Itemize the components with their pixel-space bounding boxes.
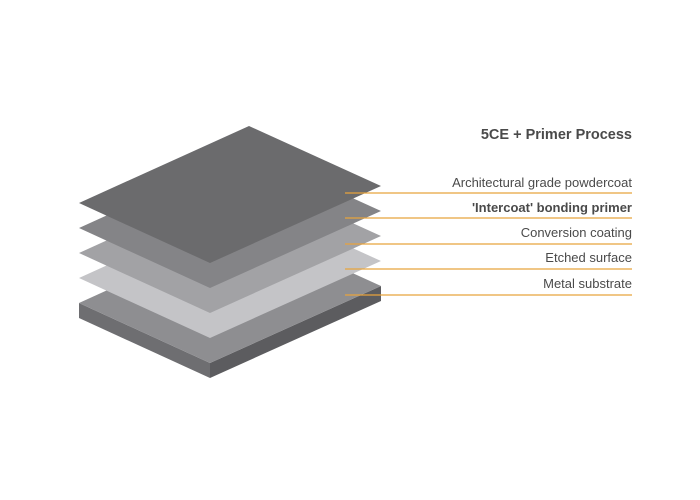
diagram-title: 5CE + Primer Process [480, 127, 632, 143]
layer-powdercoat [79, 126, 381, 263]
metal-substrate-side-right [210, 286, 381, 378]
label-powdercoat: Architectural grade powdercoat [452, 175, 632, 190]
label-etched-surface: Etched surface [545, 250, 632, 265]
leader-lines [345, 192, 632, 296]
label-intercoat-primer: 'Intercoat' bonding primer [471, 200, 632, 215]
label-conversion-coating: Conversion coating [520, 225, 632, 240]
label-metal-substrate: Metal substrate [543, 276, 632, 291]
metal-substrate-side-left [79, 303, 210, 378]
